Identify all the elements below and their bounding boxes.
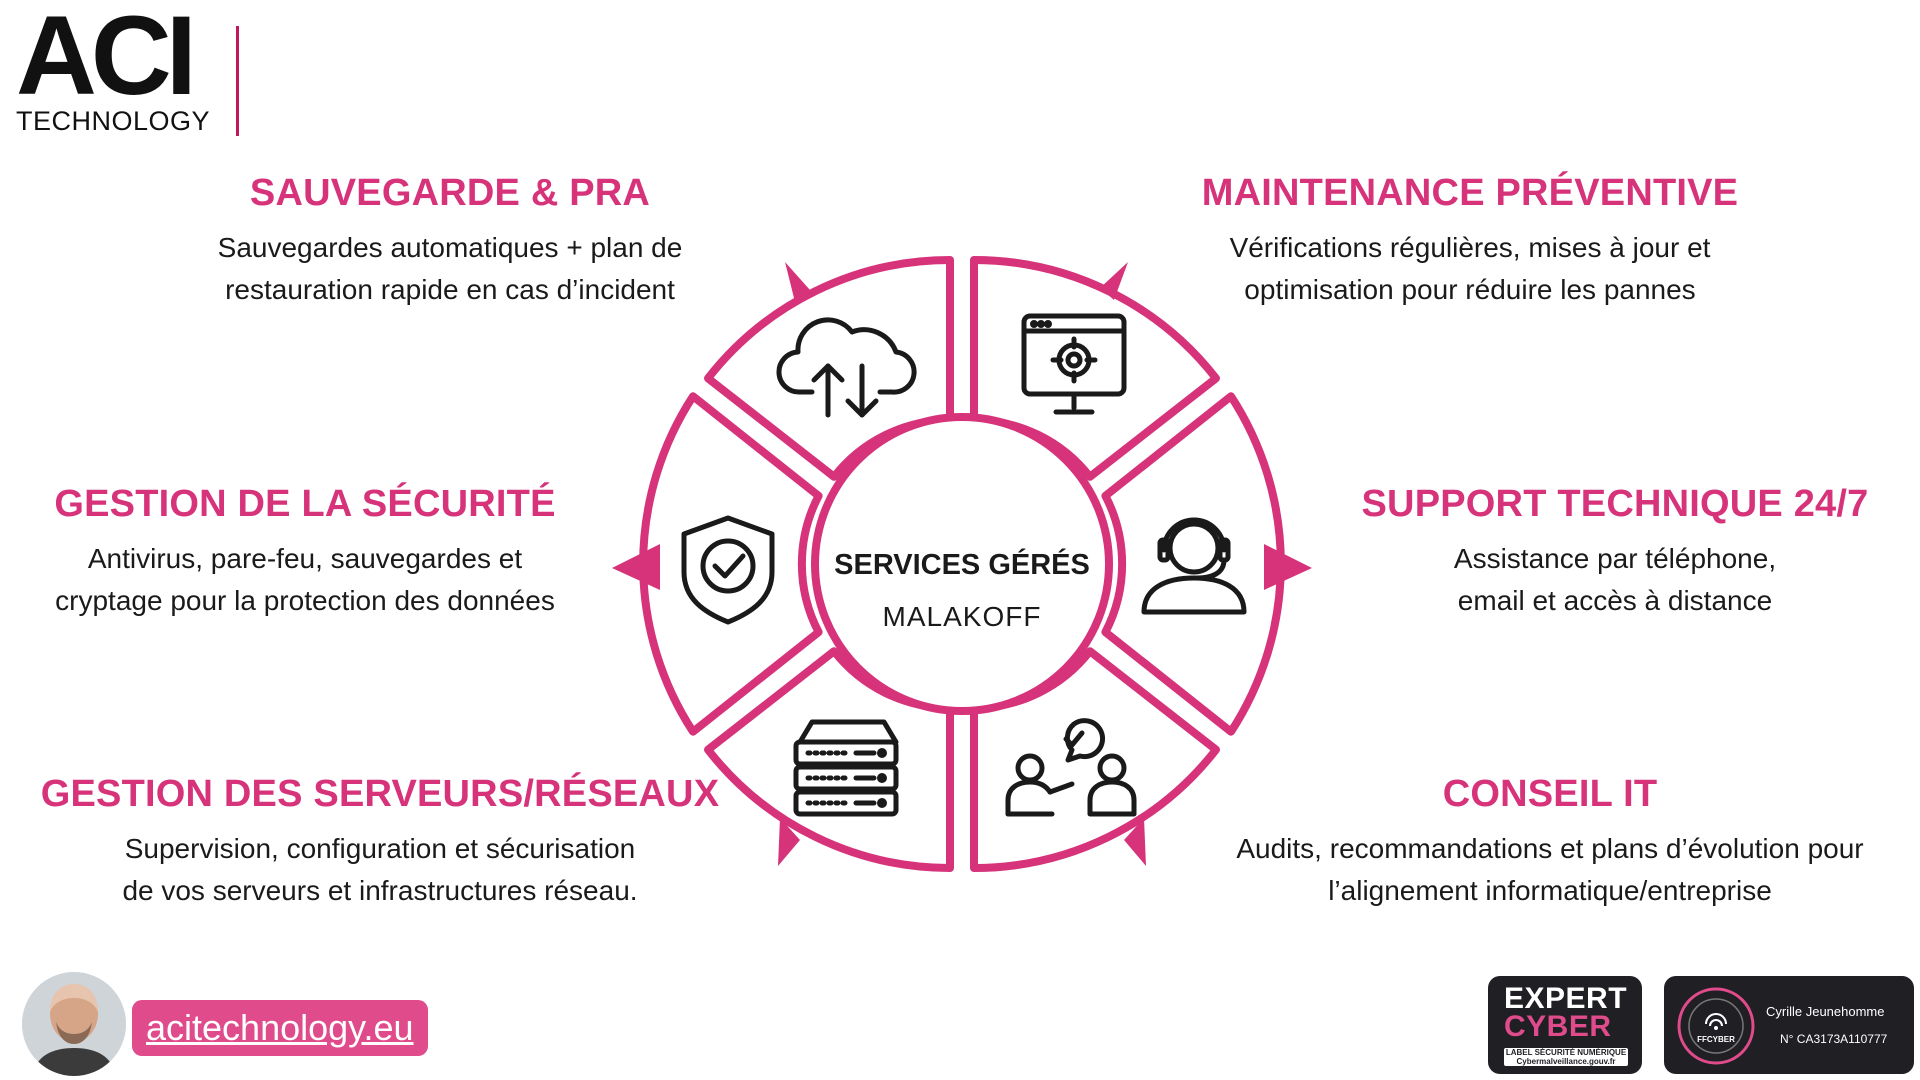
service-description-line: email et accès à distance: [1458, 585, 1772, 616]
service-title-maintenance: MAINTENANCE PRÉVENTIVE: [1170, 172, 1770, 215]
service-description-line: Antivirus, pare-feu, sauvegardes et: [88, 543, 522, 574]
company-logo: ACI TECHNOLOGY: [16, 14, 246, 134]
avatar-portrait: [22, 972, 126, 1076]
service-description-line: cryptage pour la protection des données: [55, 585, 555, 616]
service-title-securite: GESTION DE LA SÉCURITÉ: [10, 483, 600, 526]
ffcyber-seal-icon: FFCYBER: [1676, 986, 1756, 1066]
logo-technology-text: TECHNOLOGY: [16, 106, 210, 137]
expert-cyber-label-text: LABEL SÉCURITÉ NUMÉRIQUE: [1506, 1048, 1626, 1057]
ffcyber-seal-text: FFCYBER: [1697, 1035, 1735, 1044]
expert-cyber-line2: CYBER: [1504, 1010, 1612, 1044]
ffcyber-badge: FFCYBER Cyrille Jeunehomme N° CA3173A110…: [1664, 976, 1914, 1074]
services-wheel: SERVICES GÉRÉS MALAKOFF: [600, 250, 1320, 890]
service-description-line: Supervision, configuration et sécurisati…: [125, 833, 636, 864]
center-subtitle: MALAKOFF: [883, 601, 1042, 632]
service-block-support: SUPPORT TECHNIQUE 24/7 Assistance par té…: [1330, 483, 1900, 622]
service-description-line: Audits, recommandations et plans d’évolu…: [1236, 833, 1863, 864]
certificate-holder-name: Cyrille Jeunehomme: [1766, 1004, 1885, 1019]
service-description-line: l’alignement informatique/entreprise: [1328, 875, 1772, 906]
wheel-arrow-tip: [1264, 544, 1312, 590]
wheel-arrow-tip: [612, 544, 660, 590]
service-title-support: SUPPORT TECHNIQUE 24/7: [1330, 483, 1900, 526]
service-block-securite: GESTION DE LA SÉCURITÉ Antivirus, pare-f…: [10, 483, 600, 622]
service-description-securite: Antivirus, pare-feu, sauvegardes et crypt…: [10, 538, 600, 622]
expert-cyber-url: Cybermalveillance.gouv.fr: [1517, 1057, 1616, 1066]
service-title-sauvegarde: SAUVEGARDE & PRA: [170, 172, 730, 215]
service-description-line: de vos serveurs et infrastructures résea…: [122, 875, 637, 906]
center-title: SERVICES GÉRÉS: [834, 547, 1090, 581]
avatar: [22, 972, 126, 1076]
service-description-support: Assistance par téléphone, email et accès …: [1330, 538, 1900, 622]
certificate-number: N° CA3173A110777: [1780, 1032, 1887, 1046]
logo-divider: [236, 26, 239, 136]
website-link[interactable]: acitechnology.eu: [132, 1000, 428, 1056]
logo-aci-text: ACI: [16, 0, 191, 112]
service-description-line: Assistance par téléphone,: [1454, 543, 1776, 574]
